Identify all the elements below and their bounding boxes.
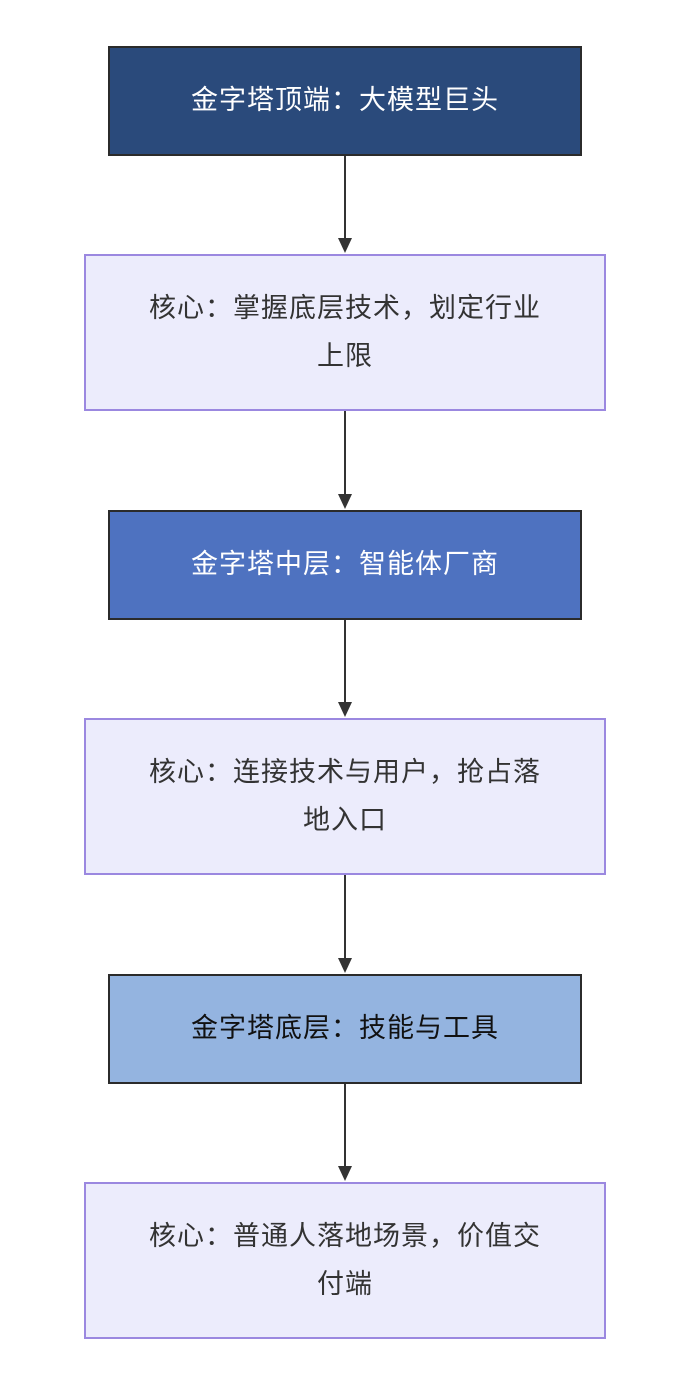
- middle-core-node: 核心：连接技术与用户，抢占落地入口: [84, 718, 606, 875]
- bottom-core-node: 核心：普通人落地场景，价值交付端: [84, 1182, 606, 1339]
- pyramid-bottom-label: 金字塔底层：技能与工具: [191, 1013, 499, 1044]
- pyramid-middle-label: 金字塔中层：智能体厂商: [191, 549, 499, 580]
- arrow-2: [338, 411, 352, 509]
- arrow-1: [338, 156, 352, 253]
- middle-core-label: 核心：连接技术与用户，抢占落地入口: [149, 756, 541, 836]
- pyramid-top-label: 金字塔顶端：大模型巨头: [191, 85, 499, 116]
- arrow-4: [338, 875, 352, 973]
- bottom-core-label: 核心：普通人落地场景，价值交付端: [149, 1220, 541, 1300]
- top-core-label: 核心：掌握底层技术，划定行业上限: [149, 292, 541, 372]
- arrow-3: [338, 620, 352, 717]
- pyramid-bottom-node: 金字塔底层：技能与工具: [108, 974, 582, 1084]
- top-core-node: 核心：掌握底层技术，划定行业上限: [84, 254, 606, 411]
- pyramid-top-node: 金字塔顶端：大模型巨头: [108, 46, 582, 156]
- pyramid-middle-node: 金字塔中层：智能体厂商: [108, 510, 582, 620]
- arrow-5: [338, 1084, 352, 1181]
